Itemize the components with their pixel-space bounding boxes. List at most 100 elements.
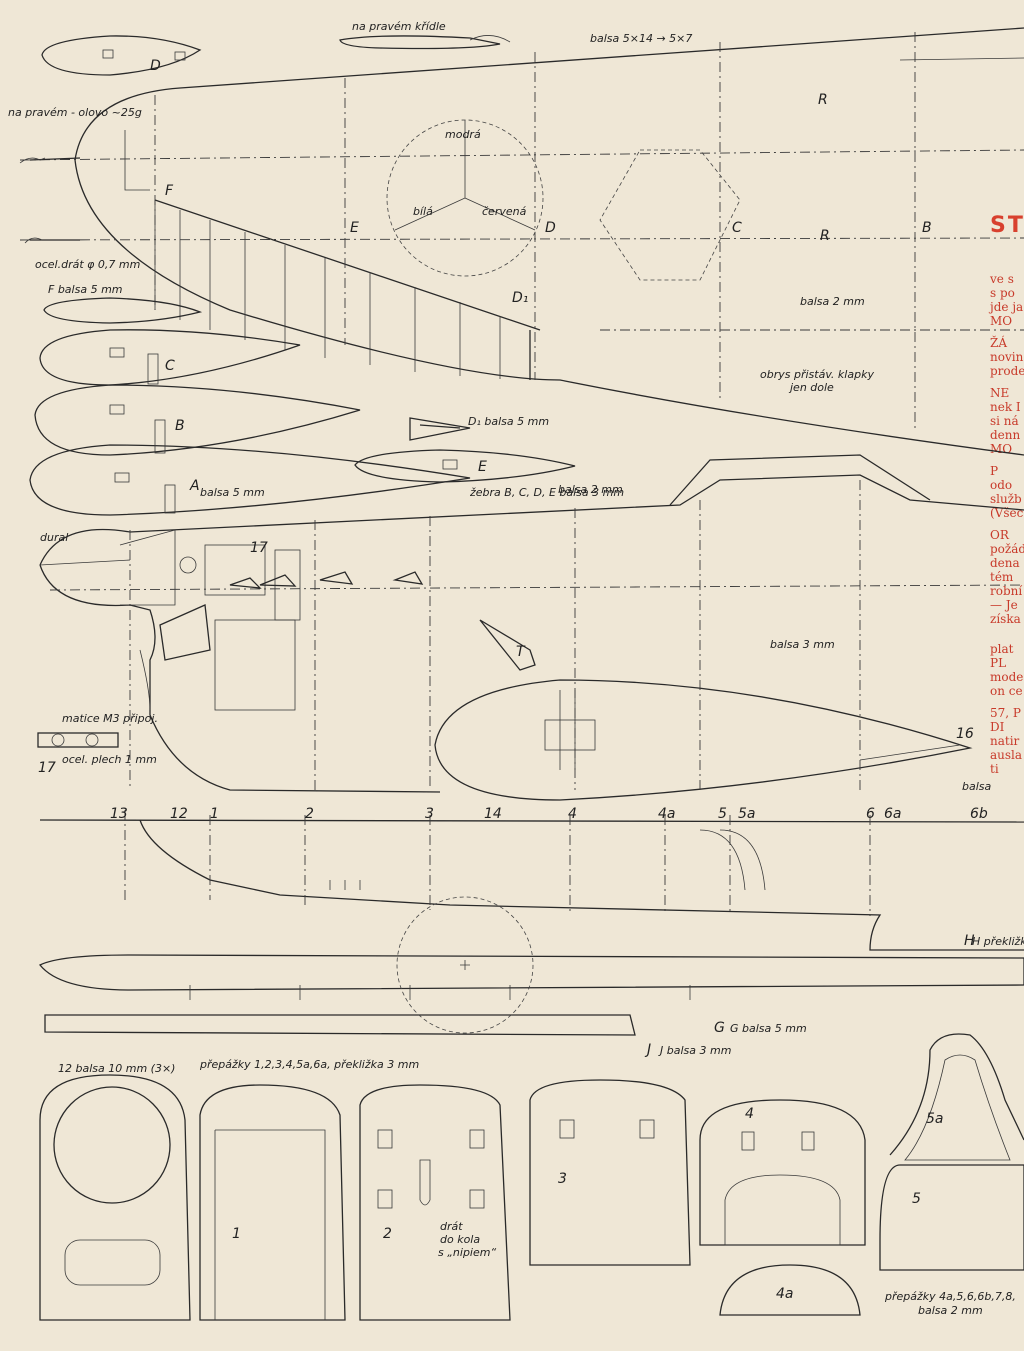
- label-balsa-5x14: balsa 5×14 → 5×7: [590, 32, 692, 45]
- label-g-balsa: G balsa 5 mm: [730, 1022, 807, 1035]
- label-ribs-balsa: žebra B, C, D, E balsa 3 mm: [469, 486, 624, 499]
- station-6: 6: [866, 806, 875, 822]
- label-modra: modrá: [445, 128, 481, 141]
- station-6a: 6a: [884, 806, 902, 822]
- label-balsa-fus-right: balsa: [962, 780, 992, 793]
- letter-d-top: D: [150, 58, 161, 74]
- rib-airfoils: [29, 297, 576, 516]
- letter-j: J: [644, 1042, 651, 1058]
- label-wire-3: s „nipiem“: [438, 1246, 496, 1259]
- label-flap-outline-2: jen dole: [788, 381, 834, 394]
- bulkhead-2: 2: [383, 1226, 392, 1242]
- label-flap-outline: obrys přistáv. klapky: [760, 368, 874, 381]
- fuselage-side: [37, 454, 1024, 801]
- sidebar-line: dena: [990, 556, 1020, 570]
- station-5: 5: [718, 806, 727, 822]
- sidebar-line: — Je: [990, 598, 1018, 612]
- bulkhead-1: 1: [232, 1226, 241, 1242]
- sidebar-line: MO: [990, 314, 1012, 328]
- label-nut: matice M3 připoj.: [62, 712, 158, 725]
- sidebar-line: ti: [990, 762, 999, 776]
- sidebar-line: tém: [990, 570, 1014, 584]
- top-airfoils: [41, 35, 511, 76]
- label-bulkheads-main: přepážky 1,2,3,4,5a,6a, překližka 3 mm: [199, 1058, 419, 1071]
- sidebar-line: služb: [990, 492, 1022, 506]
- label-h-plywood: H překližka: [972, 935, 1024, 948]
- sidebar-line: nek I: [990, 400, 1021, 414]
- letter-b: B: [922, 220, 932, 236]
- letter-r-top: R: [818, 92, 828, 108]
- bulkhead-3: 3: [558, 1171, 567, 1187]
- label-bulkhead-12: 12 balsa 10 mm (3×): [58, 1062, 175, 1075]
- bulkhead-4: 4: [745, 1106, 754, 1122]
- station-12: 12: [170, 806, 188, 822]
- sidebar-line: ve s: [989, 272, 1014, 286]
- station-1: 1: [210, 806, 219, 822]
- sidebar-line: si ná: [990, 414, 1019, 428]
- sidebar-line: denn: [990, 428, 1021, 442]
- sidebar-line: jde ja: [988, 300, 1023, 314]
- label-a-balsa: balsa 5 mm: [200, 486, 265, 499]
- sidebar-line: ausla: [990, 748, 1022, 762]
- sidebar-line: robní: [990, 584, 1022, 598]
- letter-h: H: [964, 933, 975, 949]
- part-17-motor: 17: [250, 540, 268, 556]
- sidebar-line: požád: [990, 542, 1024, 556]
- sidebar-line: DI: [990, 720, 1005, 734]
- label-bulkheads-rear-2: balsa 2 mm: [918, 1304, 983, 1317]
- station-6b: 6b: [970, 806, 988, 822]
- sidebar-line: on ce: [990, 684, 1023, 698]
- label-right-wing: na pravém křídle: [352, 20, 446, 33]
- part-17-plate: 17: [38, 760, 56, 776]
- bulkheads: [39, 1033, 1024, 1321]
- label-f-balsa: F balsa 5 mm: [48, 283, 123, 296]
- sidebar-line: ŽÁ: [990, 335, 1007, 350]
- station-5a: 5a: [738, 806, 756, 822]
- sidebar-line: P: [990, 464, 998, 478]
- label-wire-2: do kola: [440, 1233, 480, 1246]
- label-steel-plate: ocel. plech 1 mm: [62, 753, 157, 766]
- label-lead-weight: na pravém - olovo ~25g: [8, 106, 142, 119]
- label-wire-1: drát: [440, 1220, 463, 1233]
- label-bila: bílá: [413, 205, 433, 218]
- letter-e: E: [350, 220, 359, 236]
- station-4: 4: [568, 806, 577, 822]
- letter-d: D: [545, 220, 556, 236]
- station-13: 13: [110, 806, 128, 822]
- fuselage-top: [39, 810, 1024, 951]
- sidebar-line: získa: [990, 612, 1021, 626]
- sidebar-line: novin: [990, 350, 1024, 364]
- label-balsa-2mm-wing: balsa 2 mm: [800, 295, 865, 308]
- station-numbers: 13 12 1 2 3 14 4 4a 5 5a 6 6a 6b: [110, 806, 988, 822]
- sidebar-line: mode: [990, 670, 1023, 684]
- letter-c-rib: C: [165, 358, 175, 374]
- label-j-balsa: J balsa 3 mm: [658, 1044, 731, 1057]
- letter-t: T: [516, 644, 526, 660]
- station-2: 2: [305, 806, 314, 822]
- sidebar-line: NE: [990, 386, 1009, 400]
- label-steel-wire: ocel.drát φ 0,7 mm: [35, 258, 140, 271]
- sidebar-line: PL: [990, 656, 1006, 670]
- station-4a: 4a: [658, 806, 676, 822]
- sidebar-line: odo: [990, 478, 1012, 492]
- letter-e-rib: E: [478, 459, 487, 475]
- wing-planform: [19, 27, 1024, 456]
- label-dural: dural: [40, 531, 68, 544]
- letter-g: G: [714, 1020, 725, 1036]
- motor-mount-part-17: [37, 732, 119, 748]
- label-cervena: červená: [482, 205, 527, 218]
- label-balsa-3mm-fus: balsa 3 mm: [770, 638, 835, 651]
- sidebar-line: 57, P: [990, 706, 1021, 720]
- letter-r-bottom: R: [820, 228, 830, 244]
- label-d1-balsa: D₁ balsa 5 mm: [468, 415, 549, 428]
- station-14: 14: [484, 806, 502, 822]
- part-numbers: 17 17 1 6 1 2 3 4 5 5a 4a: [38, 540, 974, 1302]
- tail-spars: [38, 896, 1024, 1036]
- sidebar-line: s po: [990, 286, 1015, 300]
- sidebar-heading: ST: [990, 213, 1024, 238]
- label-balsa-2mm-fus: balsa 2 mm: [558, 483, 623, 496]
- sidebar-line: OR: [990, 528, 1010, 542]
- annotations: na pravém křídle na pravém - olovo ~25g …: [8, 20, 1024, 1317]
